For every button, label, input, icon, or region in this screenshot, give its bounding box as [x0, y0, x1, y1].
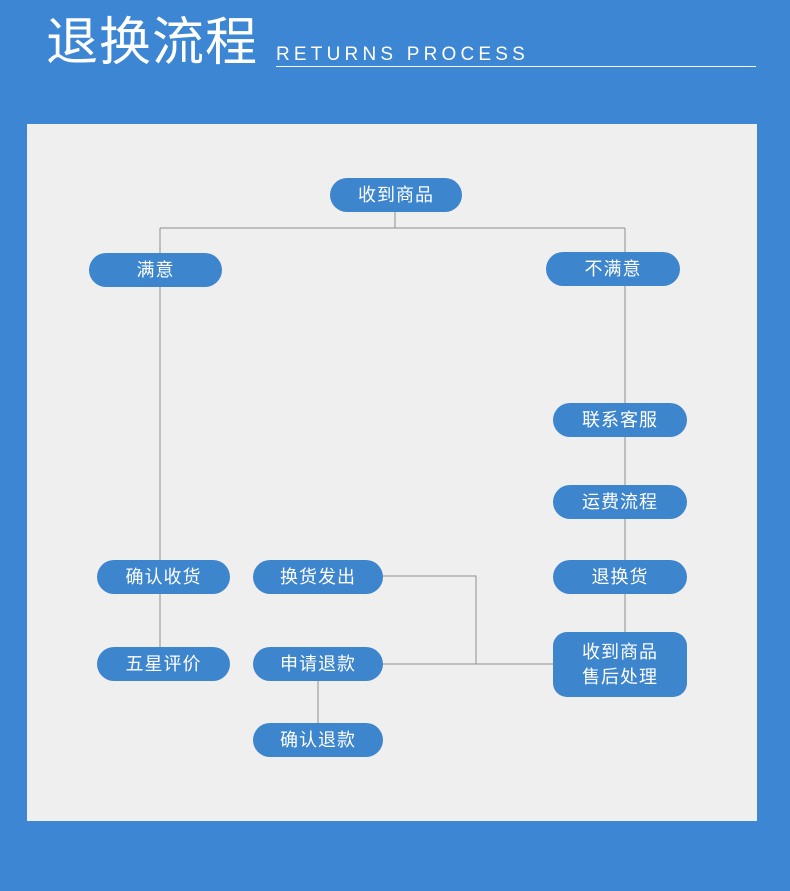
- flow-node-shipping-flow[interactable]: 运费流程: [553, 485, 687, 519]
- flow-node-label: 申请退款: [280, 653, 356, 674]
- flow-node-aftersales[interactable]: 收到商品 售后处理: [553, 632, 687, 697]
- flow-node-label: 满意: [136, 259, 175, 280]
- flowchart-connectors: [159, 212, 626, 723]
- flow-node-satisfied[interactable]: 满意: [89, 253, 222, 287]
- flow-node-received[interactable]: 收到商品: [330, 178, 462, 212]
- page-title: 退换流程: [46, 14, 259, 72]
- flow-node-label: 不满意: [584, 258, 642, 279]
- flow-node-exchange-sent[interactable]: 换货发出: [253, 560, 383, 594]
- flow-node-unsatisfied[interactable]: 不满意: [546, 252, 680, 286]
- flow-node-apply-refund[interactable]: 申请退款: [253, 647, 383, 681]
- flow-connector: [383, 575, 477, 664]
- flow-node-label: 五星评价: [125, 653, 202, 674]
- flow-node-label: 退换货: [591, 566, 649, 587]
- flow-node-label: 换货发出: [280, 566, 356, 587]
- flow-node-label: 确认收货: [125, 566, 202, 587]
- flowchart-panel: 收到商品满意 不满意联系客服运费流程退换货 确认收货 换货发出五星评价 申请退款 收到商品…: [27, 124, 757, 821]
- flow-node-confirm-refund[interactable]: 确认退款: [253, 723, 383, 757]
- flow-node-confirm-receipt[interactable]: 确认收货: [97, 560, 230, 594]
- flow-node-five-star[interactable]: 五星评价: [97, 647, 230, 681]
- flowchart-canvas: 收到商品满意 不满意联系客服运费流程退换货 确认收货 换货发出五星评价 申请退款 收到商品…: [27, 124, 757, 821]
- flow-node-label: 收到商品 售后处理: [582, 641, 658, 687]
- page-header: 退换流程 RETURNS PROCESS: [0, 0, 790, 124]
- flow-node-label: 运费流程: [582, 491, 658, 512]
- flow-node-return-exchange[interactable]: 退换货: [553, 560, 687, 594]
- flow-node-label: 确认退款: [280, 729, 356, 750]
- flow-node-label: 收到商品: [358, 184, 434, 205]
- page-subtitle: RETURNS PROCESS: [276, 44, 530, 65]
- flow-node-contact-service[interactable]: 联系客服: [553, 403, 687, 437]
- flow-node-label: 联系客服: [582, 409, 658, 430]
- header-divider: [276, 66, 756, 67]
